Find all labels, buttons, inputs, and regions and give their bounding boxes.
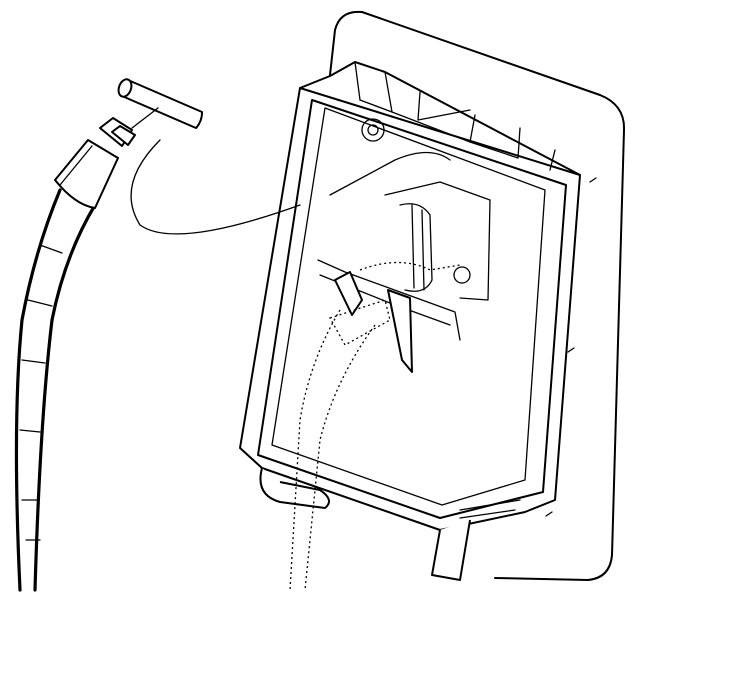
cable	[14, 117, 136, 592]
leader-line	[130, 139, 451, 235]
housing-box	[239, 61, 581, 581]
hidden-cable	[289, 261, 461, 591]
t-handle	[117, 78, 204, 129]
